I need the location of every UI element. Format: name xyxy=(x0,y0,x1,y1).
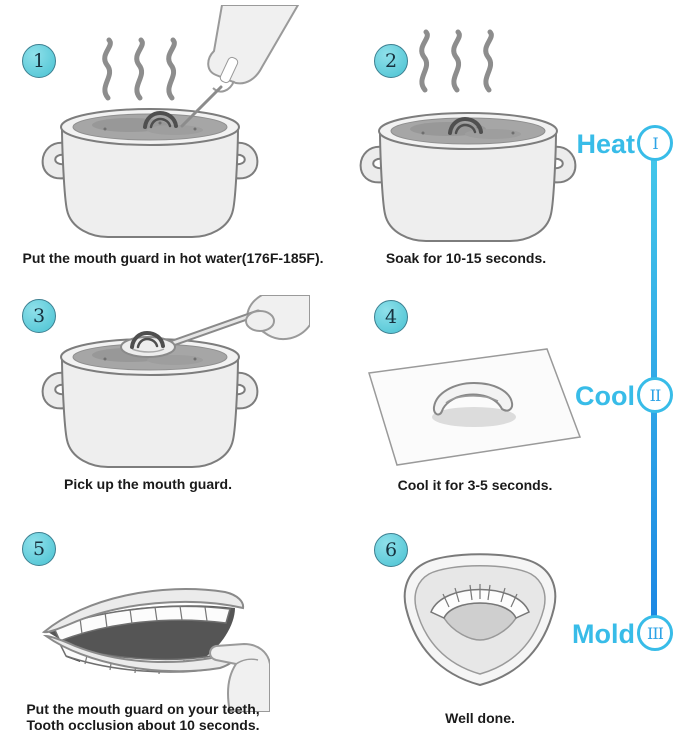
step-2-badge: 2 xyxy=(374,44,408,78)
timeline-numeral-2: II xyxy=(649,385,662,405)
step-4-badge: 4 xyxy=(374,300,408,334)
step-6-number: 6 xyxy=(384,539,398,561)
molded-mouth-guard-icon xyxy=(403,553,557,687)
step-5-caption: Put the mouth guard on your teeth, Tooth… xyxy=(0,701,286,733)
step-6-badge: 6 xyxy=(374,533,408,567)
timeline-circle-2: II xyxy=(637,377,673,413)
step-5-caption-line-2: Tooth occlusion about 10 seconds. xyxy=(26,717,260,733)
step-1-caption: Put the mouth guard in hot water(176F-18… xyxy=(22,250,324,266)
step-5-badge: 5 xyxy=(22,532,56,566)
timeline-label-cool: Cool xyxy=(575,381,635,411)
step-5-caption-line-1: Put the mouth guard on your teeth, xyxy=(26,701,260,717)
step-4-number: 4 xyxy=(384,306,398,328)
timeline-circle-3: III xyxy=(637,615,673,651)
timeline-label-heat: Heat xyxy=(576,129,635,159)
step-2-number: 2 xyxy=(384,50,398,72)
step-3-caption: Pick up the mouth guard. xyxy=(63,476,232,492)
timeline-numeral-1: I xyxy=(652,133,658,153)
step-1-number: 1 xyxy=(32,50,46,72)
pot-steam-hand-dipping-guard-icon xyxy=(41,5,300,238)
step-3-badge: 3 xyxy=(22,299,56,333)
step-3-number: 3 xyxy=(32,305,46,327)
step-6-caption: Well done. xyxy=(445,710,515,726)
step-1-badge: 1 xyxy=(22,44,56,78)
timeline-numeral-3: III xyxy=(647,623,664,643)
mouth-biting-guard-icon xyxy=(41,588,270,712)
step-2-caption: Soak for 10-15 seconds. xyxy=(385,250,547,266)
step-5-number: 5 xyxy=(32,538,46,560)
pot-spoon-lifting-guard-icon xyxy=(41,295,310,468)
guard-cooling-on-paper-icon xyxy=(368,348,582,466)
timeline-circle-1: I xyxy=(637,125,673,161)
timeline-label-mold: Mold xyxy=(572,619,635,649)
step-4-caption: Cool it for 3-5 seconds. xyxy=(397,477,553,493)
